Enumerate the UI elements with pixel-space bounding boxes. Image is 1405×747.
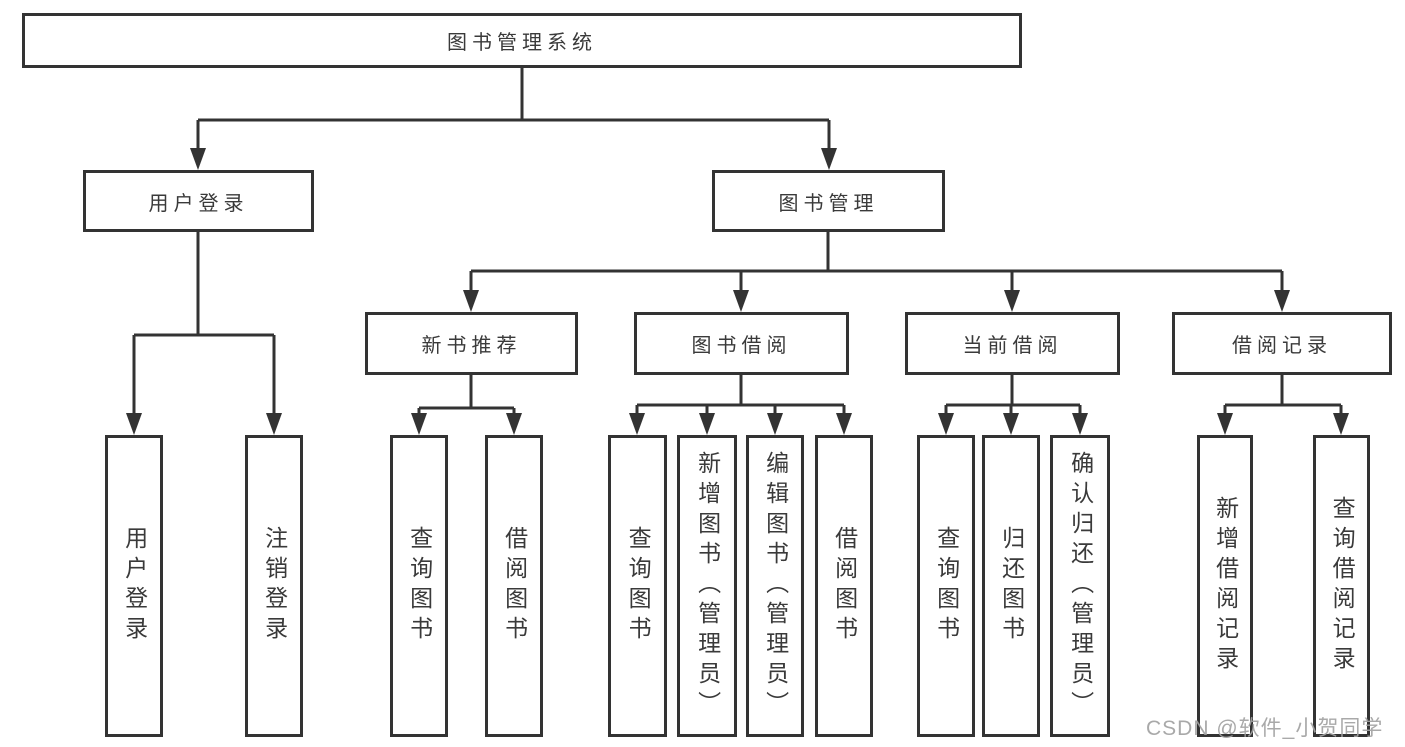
leaf-query-books-current: 查询图书 — [917, 435, 975, 737]
leaf-query-books-borrow: 查询图书 — [608, 435, 667, 737]
leaf-confirm-return-admin: 确认归还（管理员） — [1050, 435, 1110, 737]
leaf-query-borrow-record: 查询借阅记录 — [1313, 435, 1370, 737]
node-borrow-records: 借阅记录 — [1172, 312, 1392, 375]
node-book-management: 图书管理 — [712, 170, 945, 232]
leaf-user-login: 用户登录 — [105, 435, 163, 737]
node-library-management-system: 图书管理系统 — [22, 13, 1022, 68]
leaf-add-borrow-record: 新增借阅记录 — [1197, 435, 1253, 737]
node-user-login: 用户登录 — [83, 170, 314, 232]
csdn-watermark: CSDN @软件_小贺同学 — [1146, 717, 1384, 740]
node-new-book-recommend: 新书推荐 — [365, 312, 578, 375]
leaf-logout: 注销登录 — [245, 435, 303, 737]
leaf-borrow-books: 借阅图书 — [815, 435, 873, 737]
leaf-edit-books-admin: 编辑图书（管理员） — [746, 435, 804, 737]
leaf-return-books: 归还图书 — [982, 435, 1040, 737]
leaf-query-books-recommend: 查询图书 — [390, 435, 448, 737]
arrowhead-icons — [126, 148, 1349, 435]
leaf-borrow-books-recommend: 借阅图书 — [485, 435, 543, 737]
leaf-add-books-admin: 新增图书（管理员） — [677, 435, 737, 737]
node-current-borrow: 当前借阅 — [905, 312, 1120, 375]
node-book-borrow: 图书借阅 — [634, 312, 849, 375]
